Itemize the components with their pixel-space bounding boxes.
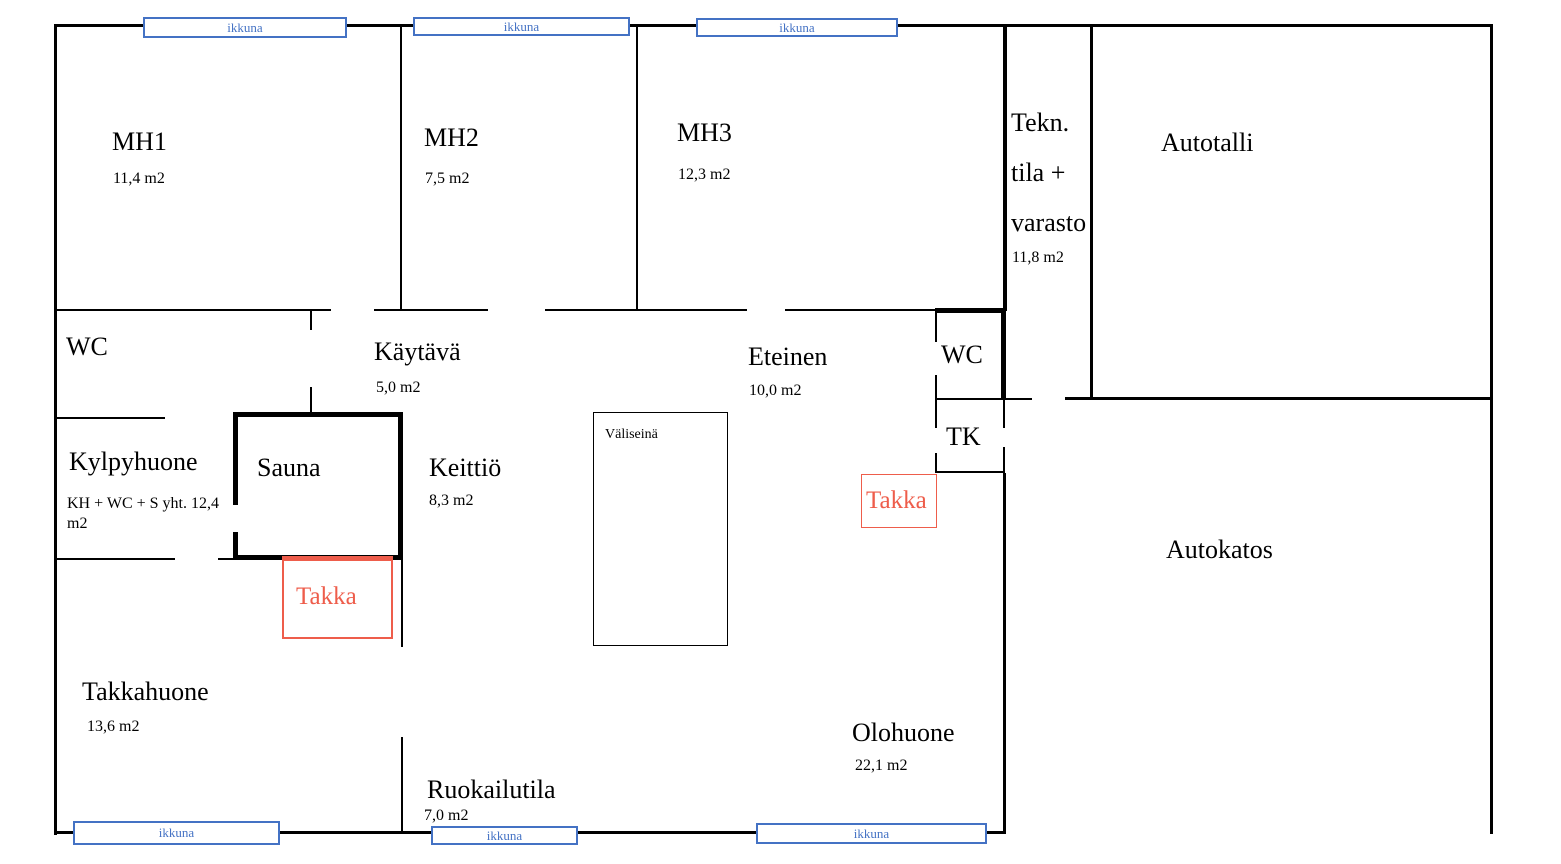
wall-segment: [54, 831, 75, 834]
room-label-mh3: MH3: [677, 118, 732, 147]
wall-segment: [310, 311, 312, 330]
room-area-kylpyhuone-2: m2: [67, 515, 88, 532]
window-marker-olohuone: ikkuna: [756, 823, 987, 844]
window-marker-ruokailutila: ikkuna: [431, 826, 578, 845]
wall-segment: [785, 309, 937, 311]
wall-segment: [1003, 447, 1005, 473]
wall-segment: [1003, 26, 1007, 311]
room-label-kaytava: Käytävä: [374, 337, 461, 366]
room-area-kylpyhuone-1: KH + WC + S yht. 12,4: [67, 495, 219, 512]
partition-label: Väliseinä: [605, 427, 658, 442]
room-area-keittio: 8,3 m2: [429, 492, 474, 509]
window-label: ikkuna: [486, 827, 523, 843]
wall-segment: [636, 26, 638, 311]
window-marker-mh2: ikkuna: [413, 17, 630, 36]
room-label-tk: TK: [946, 422, 981, 451]
wall-segment: [401, 560, 403, 647]
wall-segment: [545, 309, 747, 311]
room-label-ruokailutila: Ruokailutila: [427, 775, 556, 804]
room-label-wc-right: WC: [941, 340, 983, 369]
room-label-autokatos: Autokatos: [1166, 535, 1273, 564]
wall-segment: [986, 831, 1006, 834]
window-marker-takkahuone: ikkuna: [73, 821, 280, 845]
wall-segment: [935, 453, 937, 473]
wall-segment: [401, 737, 403, 833]
window-label: ikkuna: [503, 18, 540, 34]
room-label-autotalli: Autotalli: [1161, 128, 1254, 157]
room-area-takkahuone: 13,6 m2: [87, 718, 140, 735]
wall-segment: [630, 24, 696, 27]
room-label-keittio: Keittiö: [429, 453, 502, 482]
fireplace-box-olohuone: [861, 474, 937, 528]
fireplace-label-takkahuone: Takka: [296, 583, 357, 610]
wall-segment: [54, 309, 331, 311]
wall-segment: [218, 558, 234, 560]
wall-segment: [54, 24, 145, 27]
wall-segment: [54, 558, 175, 560]
room-label-mh2: MH2: [424, 123, 479, 152]
window-label: ikkuna: [779, 19, 815, 35]
window-marker-mh3: ikkuna: [696, 18, 898, 37]
window-marker-mh1: ikkuna: [143, 17, 347, 38]
room-area-mh3: 12,3 m2: [678, 166, 731, 183]
room-label-wc-left: WC: [66, 332, 108, 361]
wall-segment: [578, 831, 757, 834]
wall-segment: [1003, 473, 1006, 834]
wall-segment: [400, 26, 402, 311]
wall-segment: [935, 471, 1005, 473]
fireplace-label-olohuone: Takka: [866, 487, 927, 514]
wall-segment: [1003, 400, 1005, 428]
room-label-tekn-line3: varasto: [1011, 208, 1087, 237]
room-label-kylpyhuone: Kylpyhuone: [69, 447, 198, 476]
room-area-olohuone: 22,1 m2: [855, 757, 908, 774]
window-label: ikkuna: [227, 19, 263, 35]
window-label: ikkuna: [853, 825, 890, 841]
wall-segment: [935, 398, 1032, 400]
wall-segment: [897, 24, 1493, 27]
sauna-box: [233, 412, 403, 560]
wall-segment: [935, 400, 937, 428]
wall-segment: [1490, 24, 1493, 834]
wall-segment: [310, 387, 312, 413]
room-label-takkahuone: Takkahuone: [82, 677, 209, 706]
room-area-tekn: 11,8 m2: [1012, 249, 1064, 266]
room-label-tekn-line2: tila +: [1011, 158, 1066, 187]
wall-segment: [935, 313, 937, 342]
room-label-sauna: Sauna: [257, 453, 321, 482]
room-label-mh1: MH1: [112, 127, 167, 156]
wall-segment: [54, 24, 57, 835]
room-area-ruokailutila: 7,0 m2: [424, 807, 469, 824]
window-label: ikkuna: [158, 825, 195, 840]
wall-segment: [1001, 309, 1006, 400]
room-area-mh1: 11,4 m2: [113, 170, 165, 187]
room-area-eteinen: 10,0 m2: [749, 382, 802, 399]
partition-box: [593, 412, 728, 646]
wall-segment: [1065, 397, 1492, 400]
room-label-tekn-line1: Tekn.: [1011, 108, 1070, 137]
wall-segment: [935, 308, 1006, 313]
wall-segment: [280, 831, 432, 834]
wall-segment: [374, 309, 488, 311]
wall-segment: [54, 417, 165, 419]
room-label-eteinen: Eteinen: [748, 342, 828, 371]
wall-segment: [1090, 26, 1093, 400]
room-area-kaytava: 5,0 m2: [376, 379, 421, 396]
wall-segment: [347, 24, 414, 27]
fireplace-box-takkahuone: [282, 556, 393, 639]
room-area-mh2: 7,5 m2: [425, 170, 470, 187]
sauna-door-gap: [232, 505, 239, 532]
room-label-olohuone: Olohuone: [852, 718, 955, 747]
wall-segment: [935, 375, 937, 400]
